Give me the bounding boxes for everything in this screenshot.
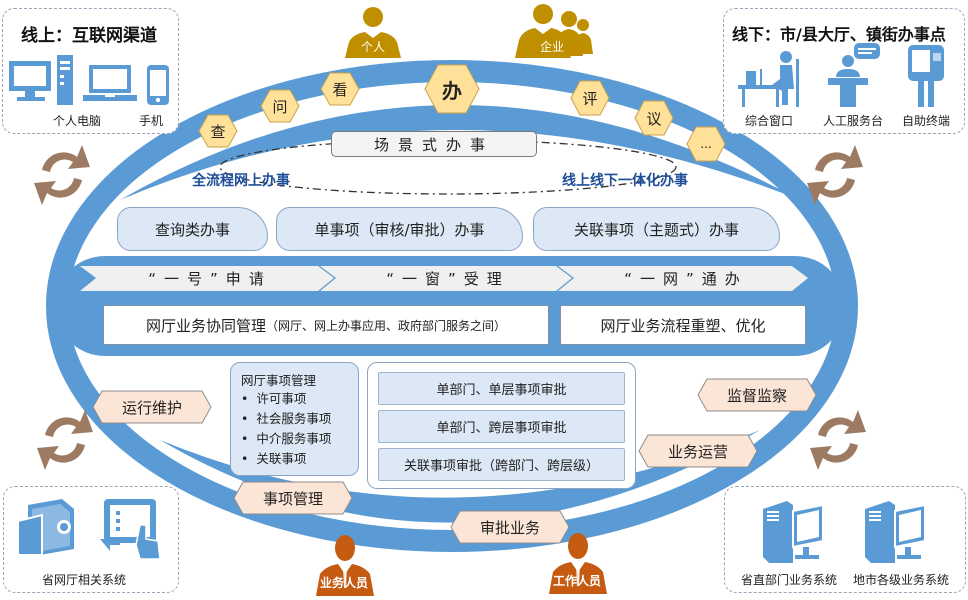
top-band (120, 105, 800, 200)
device-label: 综合窗口 (745, 114, 794, 128)
action-hex-more[interactable]: ... (686, 126, 726, 162)
approval-single-dept-single-level[interactable]: 单部门、单层事项审批 (378, 372, 625, 405)
staff-person-icon (316, 535, 374, 596)
group-icon (515, 4, 593, 58)
approval-group: 单部门、单层事项审批 单部门、跨层事项审批 关联事项审批（跨部门、跨层级） (367, 362, 636, 489)
list-item: 社会服务事项 (241, 409, 331, 429)
list-item: 许可事项 (241, 389, 331, 409)
supervision-label[interactable]: 监督监察 (697, 378, 817, 412)
staff-person-icon (549, 533, 607, 594)
collab-management-box: 网厅业务协同管理（网厅、网上办事应用、政府部门服务之间） (103, 305, 549, 345)
person-icon (345, 7, 401, 58)
online-channel-panel: 线上：互联网渠道 个人电脑 手机 (2, 8, 179, 134)
category-single-item[interactable]: 单事项（审核/审批）办事 (276, 207, 523, 251)
safe-box-icon (18, 499, 74, 556)
operation-maintenance-label[interactable]: 运行维护 (92, 390, 212, 424)
category-query[interactable]: 查询类办事 (117, 207, 268, 251)
list-item: 关联事项 (241, 449, 331, 469)
enterprise-user: 企业 (515, 2, 597, 58)
item-management-title: 网厅事项管理 (241, 373, 317, 388)
system-label: 省网厅相关系统 (42, 573, 127, 587)
device-label: 人工服务台 (823, 114, 884, 128)
item-management-box: 网厅事项管理 许可事项 社会服务事项 中介服务事项 关联事项 (230, 362, 359, 476)
person-label: 业务人员 (320, 576, 369, 590)
cycle-arrow-icon (34, 145, 866, 470)
item-management-list: 许可事项 社会服务事项 中介服务事项 关联事项 (241, 389, 331, 469)
offline-channel-panel: 线下：市/县大厅、镇街办事点 综合窗口 人工服务台 自助终端 (723, 8, 965, 134)
laptop-icon (83, 65, 137, 101)
service-window-icon (738, 51, 799, 107)
scene-dashed-ellipse (219, 139, 677, 195)
business-staff: 业务人员 (312, 534, 378, 596)
business-systems-panel: 省直部门业务系统 地市各级业务系统 (724, 486, 966, 593)
touch-tablet-icon (100, 499, 161, 559)
device-label: 自助终端 (902, 114, 951, 128)
business-operation-label[interactable]: 业务运营 (638, 434, 758, 468)
service-desk-icon (828, 43, 880, 107)
approval-single-dept-cross-level[interactable]: 单部门、跨层事项审批 (378, 410, 625, 443)
scene-service-box: 场景式办事 (331, 131, 537, 157)
flow-chevrons (80, 266, 808, 291)
category-related-item[interactable]: 关联事项（主题式）办事 (533, 207, 780, 251)
flow-step-accept: “一窗”受理 (386, 270, 510, 288)
approval-business-label[interactable]: 审批业务 (450, 510, 570, 544)
process-reshape-box: 网厅业务流程重塑、优化 (560, 305, 806, 345)
action-hex-ask[interactable]: 问 (260, 89, 300, 123)
desktop-computer-icon (9, 55, 73, 105)
device-label: 手机 (139, 114, 164, 128)
scene-right-label: 线上线下一体化办事 (562, 173, 688, 189)
action-hex-view[interactable]: 看 (320, 72, 360, 106)
collab-sub-text: （网厅、网上办事应用、政府部门服务之间） (266, 318, 507, 333)
action-hex-discuss[interactable]: 议 (634, 100, 674, 136)
server-computer-icon (763, 501, 824, 563)
person-label: 个人 (361, 40, 386, 54)
provincial-hall-systems-panel: 省网厅相关系统 (3, 486, 179, 593)
person-label: 工作人员 (553, 574, 602, 588)
work-staff: 工作人员 (545, 532, 611, 594)
server-computer-icon (865, 501, 926, 563)
mobile-phone-icon (147, 65, 169, 105)
individual-user: 个人 (345, 4, 401, 58)
action-hex-rate[interactable]: 评 (570, 80, 610, 116)
scene-left-label: 全流程网上办事 (192, 173, 290, 189)
device-label: 个人电脑 (53, 114, 102, 128)
system-label: 地市各级业务系统 (853, 573, 950, 587)
list-item: 中介服务事项 (241, 429, 331, 449)
flow-step-handle: “一网”通办 (624, 270, 748, 288)
item-management-label[interactable]: 事项管理 (233, 481, 353, 515)
approval-related-cross-dept[interactable]: 关联事项审批（跨部门、跨层级） (378, 448, 625, 481)
panel-title: 线上：互联网渠道 (21, 26, 157, 46)
system-label: 省直部门业务系统 (741, 573, 838, 587)
panel-title: 线下：市/县大厅、镇街办事点 (732, 25, 946, 44)
action-hex-handle[interactable]: 办 (424, 64, 480, 114)
person-label: 企业 (540, 40, 565, 54)
self-service-terminal-icon (908, 45, 944, 107)
flow-step-apply: “一号”申请 (148, 270, 272, 288)
action-hex-check[interactable]: 查 (198, 114, 238, 148)
collab-main-text: 网厅业务协同管理 (145, 316, 266, 335)
